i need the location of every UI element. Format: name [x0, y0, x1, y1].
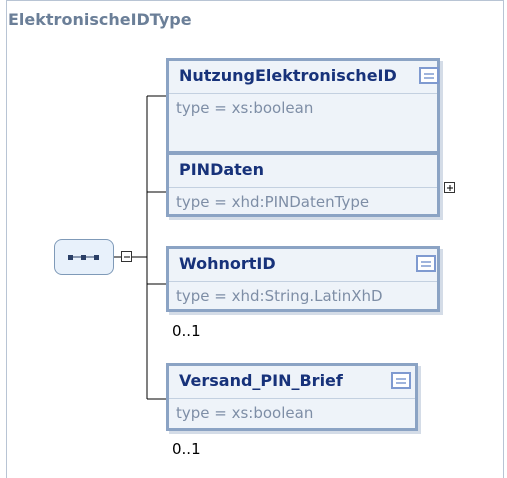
minus-toggle-icon	[124, 256, 130, 258]
element-box-wohnort-id[interactable]: WohnortID type = xhd:String.LatinXhD	[166, 246, 440, 312]
occurrence-label: 0..1	[172, 440, 201, 458]
element-body: type = xhd:String.LatinXhD	[169, 282, 437, 312]
element-type: type = xs:boolean	[176, 99, 314, 117]
element-body: type = xs:boolean	[169, 399, 415, 429]
element-type: type = xs:boolean	[176, 404, 314, 422]
sequence-compositor[interactable]	[54, 239, 114, 275]
diagram-title: ElektronischeIDType	[8, 10, 192, 29]
element-type: type = xhd:PINDatenType	[176, 193, 370, 211]
plus-toggle-icon	[447, 185, 453, 191]
element-body: type = xhd:PINDatenType	[169, 188, 437, 218]
element-body: type = xs:boolean	[169, 94, 437, 124]
element-box-nutzung-elektronische-id[interactable]: NutzungElektronischeID type = xs:boolean	[166, 58, 440, 154]
element-name: Versand_PIN_Brief	[179, 371, 343, 390]
collapse-toggle[interactable]	[121, 251, 132, 262]
element-type: type = xhd:String.LatinXhD	[176, 287, 383, 305]
element-header: PINDaten	[169, 155, 437, 188]
element-box-versand-pin-brief[interactable]: Versand_PIN_Brief type = xs:boolean	[166, 363, 418, 431]
occurrence-label: 0..1	[172, 322, 201, 340]
documentation-icon[interactable]	[416, 255, 436, 272]
element-header: WohnortID	[169, 249, 437, 282]
element-name: PINDaten	[179, 160, 265, 179]
sequence-icon	[68, 255, 99, 260]
element-name: WohnortID	[179, 254, 276, 273]
complex-type-frame	[6, 0, 504, 478]
expand-toggle[interactable]	[444, 182, 455, 193]
element-header: NutzungElektronischeID	[169, 61, 439, 94]
element-name: NutzungElektronischeID	[179, 66, 397, 85]
element-box-pin-daten[interactable]: PINDaten type = xhd:PINDatenType	[166, 152, 440, 217]
documentation-icon[interactable]	[391, 372, 411, 389]
documentation-icon[interactable]	[419, 67, 439, 84]
element-header: Versand_PIN_Brief	[169, 366, 415, 399]
